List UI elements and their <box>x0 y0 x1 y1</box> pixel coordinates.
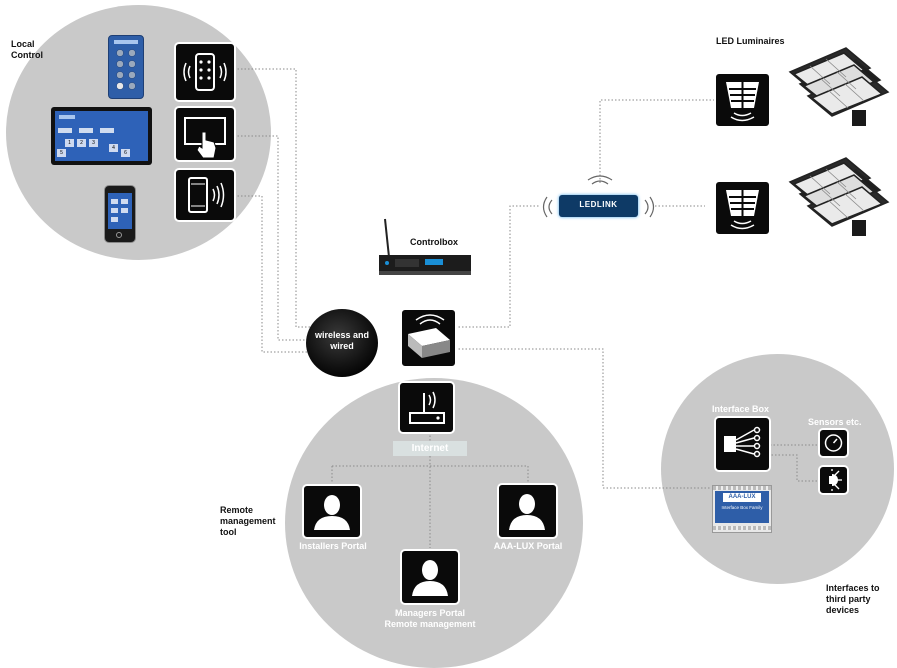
wireless-wired-sphere <box>306 309 378 377</box>
person-icon <box>314 495 350 530</box>
smartphone-button <box>121 208 128 213</box>
managers-portal-label[interactable]: Managers Portal <box>394 608 466 618</box>
remote-control-device <box>108 35 144 99</box>
installers-portal-icon[interactable] <box>302 484 362 539</box>
person-icon <box>509 494 545 530</box>
touch-panel-device: 1 2 3 4 5 6 <box>51 107 152 165</box>
ledlink-signal-right <box>644 196 655 218</box>
touch-panel-tab <box>100 128 114 133</box>
touch-panel-key: 2 <box>77 139 86 147</box>
smartphone-device <box>104 185 136 243</box>
internet-bar <box>393 441 467 456</box>
interface-device-top-strip <box>713 486 771 490</box>
remote-wireless-icon <box>174 42 236 102</box>
luminaire-icon-top <box>714 72 771 128</box>
ledlink-signal-left <box>542 196 553 218</box>
wireless-wired-label: wireless and wired <box>314 330 370 351</box>
remote-wireless-glyph <box>183 53 227 91</box>
touch-panel-screen: 1 2 3 4 5 6 <box>55 111 148 161</box>
person-icon <box>412 560 448 596</box>
local-control-label: Local Control <box>11 39 43 60</box>
controlbox-glyph <box>408 314 450 358</box>
touch-panel-key: 4 <box>109 144 118 152</box>
router-icon <box>398 381 455 434</box>
touch-panel-logo <box>59 115 75 119</box>
installers-portal-label[interactable]: Installers Portal <box>299 541 367 551</box>
interface-box-icon <box>714 416 771 472</box>
smartphone-wireless-icon <box>174 168 236 222</box>
router-glyph <box>409 391 445 424</box>
luminaire-glyph <box>726 190 759 230</box>
luminaire-glyph <box>726 82 759 122</box>
controlbox-label: Controlbox <box>410 237 458 247</box>
remote-brand-strip <box>114 40 138 44</box>
touch-panel-key: 1 <box>65 139 74 147</box>
smartphone-home-button <box>116 232 122 238</box>
light-sensor-glyph <box>829 469 842 491</box>
smartphone-button <box>111 208 118 213</box>
interface-device-bottom-strip <box>713 526 771 530</box>
smartphone-wireless-glyph <box>188 177 225 213</box>
touch-panel-tab <box>79 128 93 133</box>
controlbox-device <box>379 218 471 275</box>
sensor-gauge-icon <box>818 428 849 458</box>
touch-panel-key: 3 <box>89 139 98 147</box>
led-luminaires-label: LED Luminaires <box>716 36 785 46</box>
ledlink-label: LEDLINK <box>579 200 618 209</box>
smartphone-button <box>111 217 118 222</box>
interface-box-device: AAA-LUX Interface Box Family <box>712 485 772 533</box>
touch-panel-tab <box>58 128 72 133</box>
remote-management-label: Remote management <box>384 619 476 629</box>
sensors-label: Sensors etc. <box>808 417 862 427</box>
interface-family-label: Interface Box Family <box>721 505 763 510</box>
touch-panel-key: 5 <box>57 149 66 157</box>
smartphone-screen <box>108 193 132 229</box>
interface-device-panel: AAA-LUX Interface Box Family <box>715 491 769 523</box>
aaa-lux-portal-icon[interactable] <box>497 483 558 539</box>
luminaire-icon-bottom <box>714 180 771 236</box>
light-sensor-icon <box>818 465 849 495</box>
remote-buttons <box>116 49 136 90</box>
aaa-lux-portal-label[interactable]: AAA-LUX Portal <box>493 541 563 551</box>
floodlight-fixture-top <box>788 47 890 126</box>
internet-label: Internet <box>411 443 449 454</box>
smartphone-button <box>111 199 118 204</box>
controlbox-icon <box>400 308 457 368</box>
gauge-glyph <box>824 434 843 452</box>
ledlink-device: LEDLINK <box>559 195 638 217</box>
interface-box-label: Interface Box <box>712 404 770 414</box>
ledlink-signal-top <box>587 175 613 185</box>
touch-screen-icon <box>174 106 236 162</box>
touch-screen-glyph <box>184 117 226 159</box>
floodlight-fixture-bottom <box>788 157 890 236</box>
remote-management-tool-label: Remote management tool <box>220 505 276 537</box>
aaa-lux-badge: AAA-LUX <box>723 493 761 502</box>
third-party-circle <box>661 354 894 584</box>
touch-panel-key: 6 <box>121 149 130 157</box>
smartphone-button <box>121 199 128 204</box>
third-party-label: Interfaces to third party devices <box>826 583 880 615</box>
managers-portal-icon[interactable] <box>400 549 460 605</box>
interface-box-glyph <box>724 426 761 458</box>
